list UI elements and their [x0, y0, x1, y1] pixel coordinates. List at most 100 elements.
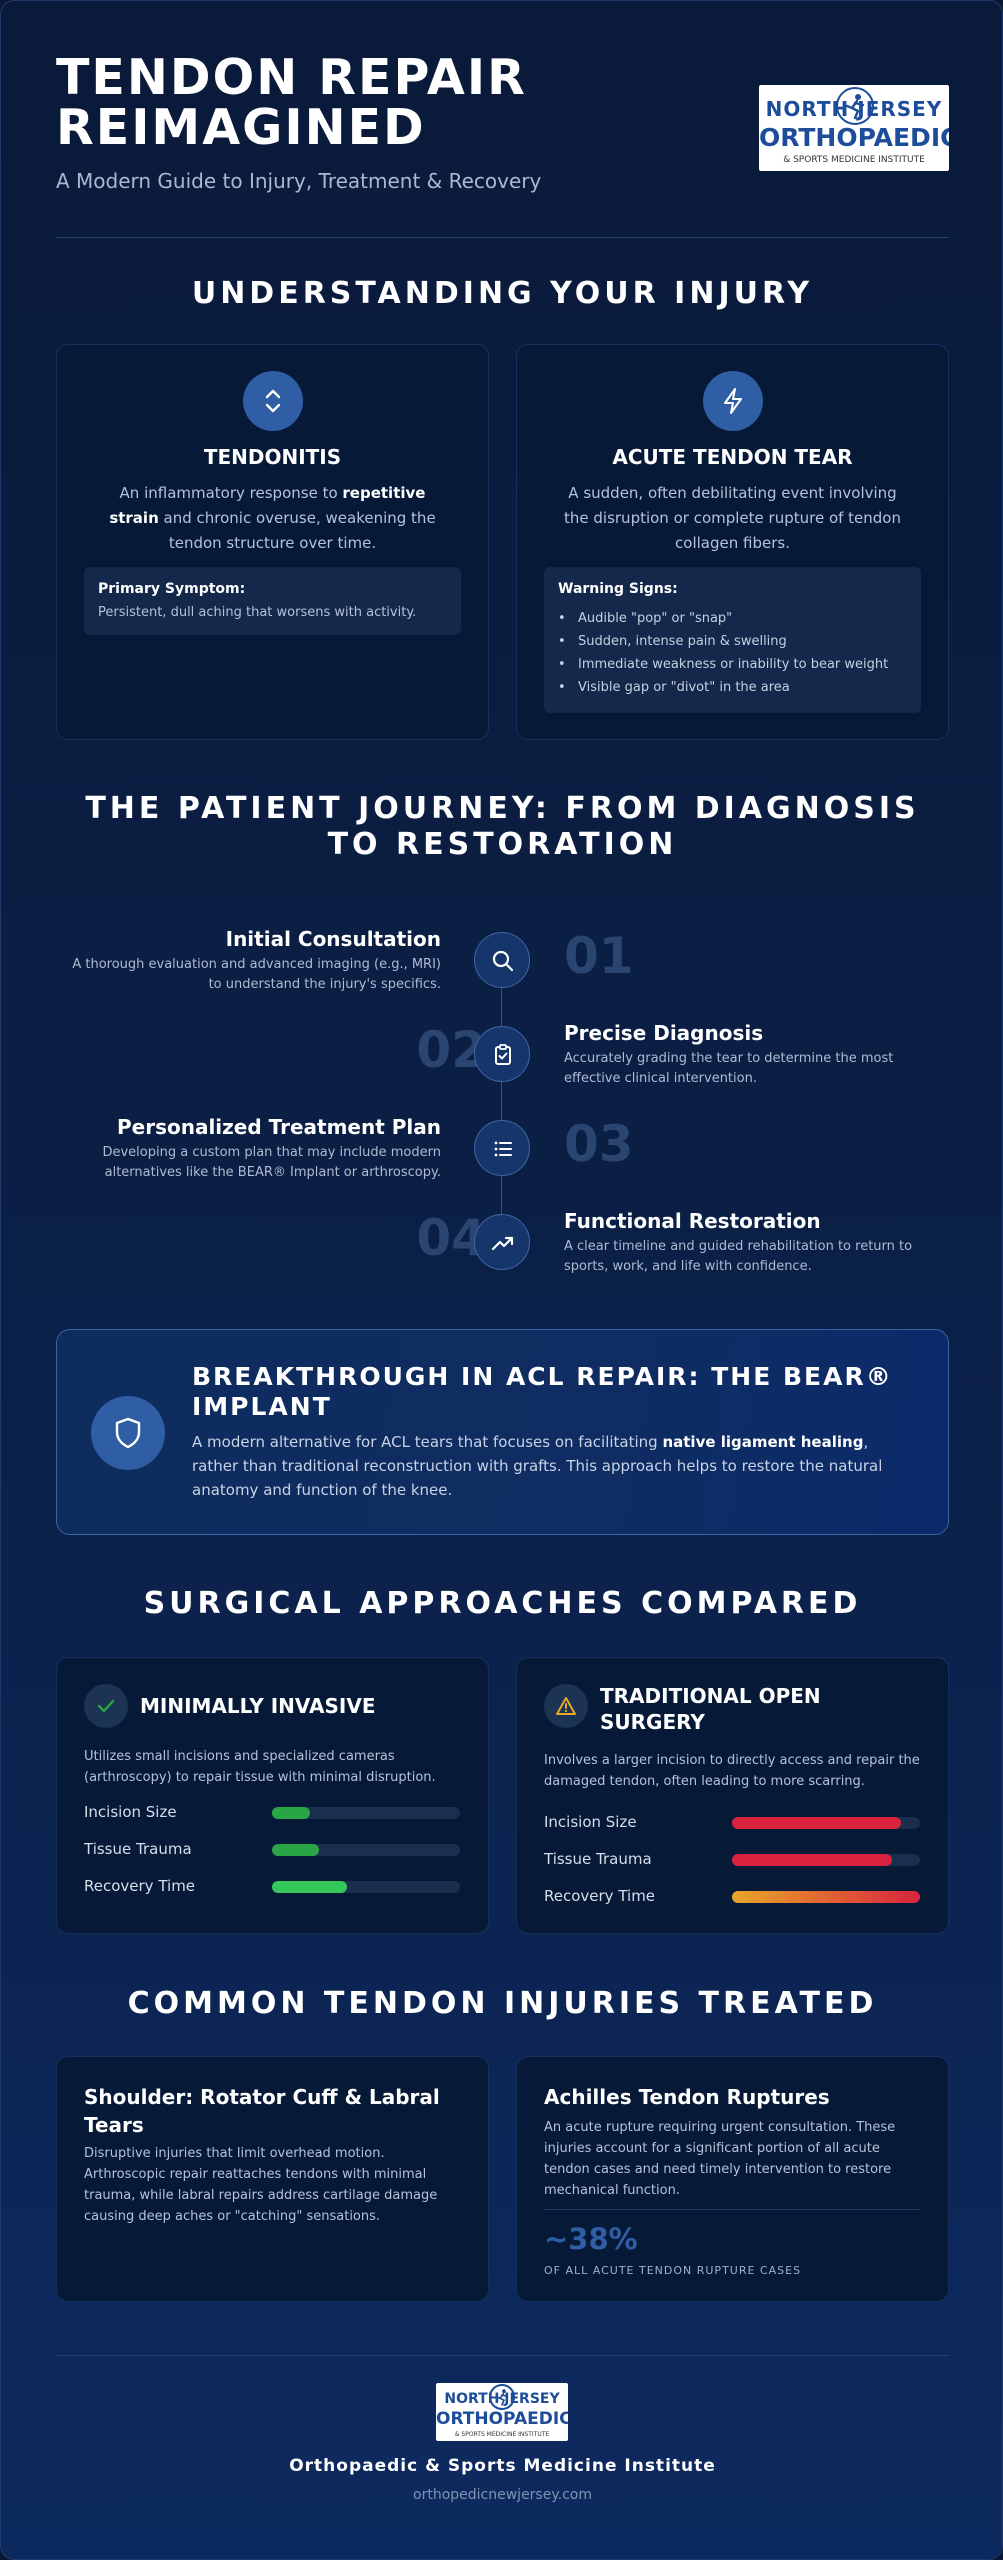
logo-line2: ORTHOPAEDIC	[436, 2409, 568, 2429]
page-title: TENDON REPAIR REIMAGINED	[56, 49, 527, 156]
injury-title: Achilles Tendon Ruptures	[544, 2085, 830, 2109]
bear-title: BREAKTHROUGH IN ACL REPAIR: THE BEAR® IM…	[192, 1362, 893, 1421]
metric-fill	[732, 1891, 920, 1903]
step2-desc: Accurately grading the tear to determine…	[564, 1051, 894, 1086]
metric-bar	[732, 1854, 920, 1866]
bear-desc: A modern alternative for ACL tears that …	[192, 1430, 912, 1502]
metric-fill	[272, 1807, 310, 1819]
desc-text: An inflammatory response to	[119, 484, 343, 502]
acute-tear-desc: A sudden, often debilitating event invol…	[564, 484, 901, 552]
header-divider	[56, 237, 949, 238]
clipboard-check-icon	[474, 1026, 530, 1082]
journey-title: THE PATIENT JOURNEY: FROM DIAGNOSIS TO R…	[85, 791, 920, 862]
step4-desc: A clear timeline and guided rehabilitati…	[564, 1239, 913, 1274]
primary-symptom-box: Primary Symptom: Persistent, dull aching…	[84, 567, 461, 635]
step1-title: Initial Consultation	[225, 927, 441, 951]
step2-number: 02	[416, 1021, 486, 1079]
approach-name: TRADITIONAL OPEN SURGERY	[600, 1684, 821, 1734]
step1-desc: A thorough evaluation and advanced imagi…	[72, 957, 441, 992]
tendonitis-desc: An inflammatory response to repetitive s…	[97, 481, 448, 556]
desc-text: A modern alternative for ACL tears that …	[192, 1433, 663, 1451]
stat-value: ~38%	[544, 2222, 638, 2256]
list-item: Immediate weakness or inability to bear …	[558, 653, 888, 676]
logo-line1: NORTH JERSEY	[444, 2391, 560, 2407]
stat-label: OF ALL ACUTE TENDON RUPTURE CASES	[544, 2264, 802, 2277]
runner-icon	[489, 2384, 515, 2410]
logo-line1: NORTH JERSEY	[765, 97, 943, 121]
brand-logo: NORTH JERSEY ORTHOPAEDIC & SPORTS MEDICI…	[759, 85, 949, 171]
surgical-title: SURGICAL APPROACHES COMPARED	[143, 1586, 862, 1621]
desc-bold: repetitive strain	[109, 484, 426, 527]
check-icon	[84, 1684, 128, 1728]
box-text: Persistent, dull aching that worsens wit…	[98, 605, 417, 620]
tendonitis-card: TENDONITIS An inflammatory response to r…	[56, 344, 489, 740]
logo-line2: ORTHOPAEDIC	[759, 123, 949, 152]
list-item: Sudden, intense pain & swelling	[558, 630, 888, 653]
lightning-icon	[702, 371, 763, 431]
footer-url[interactable]: orthopedicnewjersey.com	[413, 2487, 592, 2503]
box-title: Warning Signs:	[558, 581, 678, 597]
desc-bold: native ligament healing	[662, 1433, 864, 1451]
warning-icon	[544, 1684, 588, 1728]
approach-desc: Involves a larger incision to directly a…	[544, 1753, 920, 1789]
footer-logo: NORTH JERSEY ORTHOPAEDIC & SPORTS MEDICI…	[436, 2383, 568, 2441]
minimally-invasive-card: MINIMALLY INVASIVE Utilizes small incisi…	[56, 1657, 489, 1934]
step4-title: Functional Restoration	[564, 1209, 821, 1233]
desc-text: , rather than traditional reconstruction…	[192, 1433, 883, 1499]
footer-divider	[56, 2355, 949, 2356]
understanding-title: UNDERSTANDING YOUR INJURY	[191, 276, 814, 311]
metric-label: Tissue Trauma	[544, 1850, 652, 1868]
open-surgery-card: TRADITIONAL OPEN SURGERY Involves a larg…	[516, 1657, 949, 1934]
bear-implant-callout: BREAKTHROUGH IN ACL REPAIR: THE BEAR® IM…	[56, 1329, 949, 1535]
approach-name: MINIMALLY INVASIVE	[140, 1694, 376, 1718]
logo-line3: & SPORTS MEDICINE INSTITUTE	[454, 2431, 550, 2438]
metric-fill	[732, 1854, 892, 1866]
metric-label: Incision Size	[84, 1803, 177, 1821]
page-subtitle: A Modern Guide to Injury, Treatment & Re…	[56, 169, 542, 193]
step1-number: 01	[564, 927, 634, 985]
common-injuries-title: COMMON TENDON INJURIES TREATED	[127, 1986, 878, 2021]
metric-fill	[732, 1817, 902, 1829]
double-chevron-icon	[242, 371, 303, 431]
acute-tear-card: ACUTE TENDON TEAR A sudden, often debili…	[516, 344, 949, 740]
shoulder-card: Shoulder: Rotator Cuff & Labral Tears Di…	[56, 2056, 489, 2302]
step3-title: Personalized Treatment Plan	[116, 1115, 441, 1139]
metric-label: Recovery Time	[544, 1887, 656, 1905]
logo-line3: & SPORTS MEDICINE INSTITUTE	[783, 155, 925, 165]
step3-number: 03	[564, 1115, 634, 1173]
injury-desc: Disruptive injuries that limit overhead …	[84, 2146, 438, 2224]
warning-signs-box: Warning Signs: Audible "pop" or "snap" S…	[544, 567, 921, 713]
list-icon	[474, 1120, 530, 1176]
list-item: Audible "pop" or "snap"	[558, 607, 888, 630]
metric-bar	[272, 1844, 460, 1856]
approach-desc: Utilizes small incisions and specialized…	[84, 1749, 436, 1785]
metric-bar	[272, 1807, 460, 1819]
desc-text: and chronic overuse, weakening the tendo…	[158, 509, 436, 552]
achilles-card: Achilles Tendon Ruptures An acute ruptur…	[516, 2056, 949, 2302]
stat-divider	[544, 2209, 921, 2210]
warning-signs-list: Audible "pop" or "snap" Sudden, intense …	[558, 607, 888, 699]
metric-fill	[272, 1844, 319, 1856]
metric-bar	[732, 1817, 920, 1829]
trending-up-icon	[474, 1214, 530, 1270]
metric-bar	[732, 1891, 920, 1903]
runner-icon	[836, 87, 874, 125]
injury-title: Shoulder: Rotator Cuff & Labral Tears	[84, 2085, 440, 2137]
step2-title: Precise Diagnosis	[564, 1021, 764, 1045]
acute-tear-name: ACUTE TENDON TEAR	[612, 445, 853, 469]
header: TENDON REPAIR REIMAGINED A Modern Guide …	[56, 53, 949, 238]
injury-desc: An acute rupture requiring urgent consul…	[544, 2120, 896, 2198]
timeline-line	[501, 959, 502, 1241]
footer-org: Orthopaedic & Sports Medicine Institute	[289, 2456, 716, 2476]
metric-label: Recovery Time	[84, 1877, 196, 1895]
shield-icon	[91, 1396, 165, 1470]
metric-label: Incision Size	[544, 1813, 637, 1831]
search-icon	[474, 932, 530, 988]
step3-desc: Developing a custom plan that may includ…	[102, 1145, 441, 1180]
metric-label: Tissue Trauma	[84, 1840, 192, 1858]
box-title: Primary Symptom:	[98, 581, 246, 597]
tendonitis-name: TENDONITIS	[203, 445, 342, 469]
metric-bar	[272, 1881, 460, 1893]
step4-number: 04	[416, 1209, 486, 1267]
